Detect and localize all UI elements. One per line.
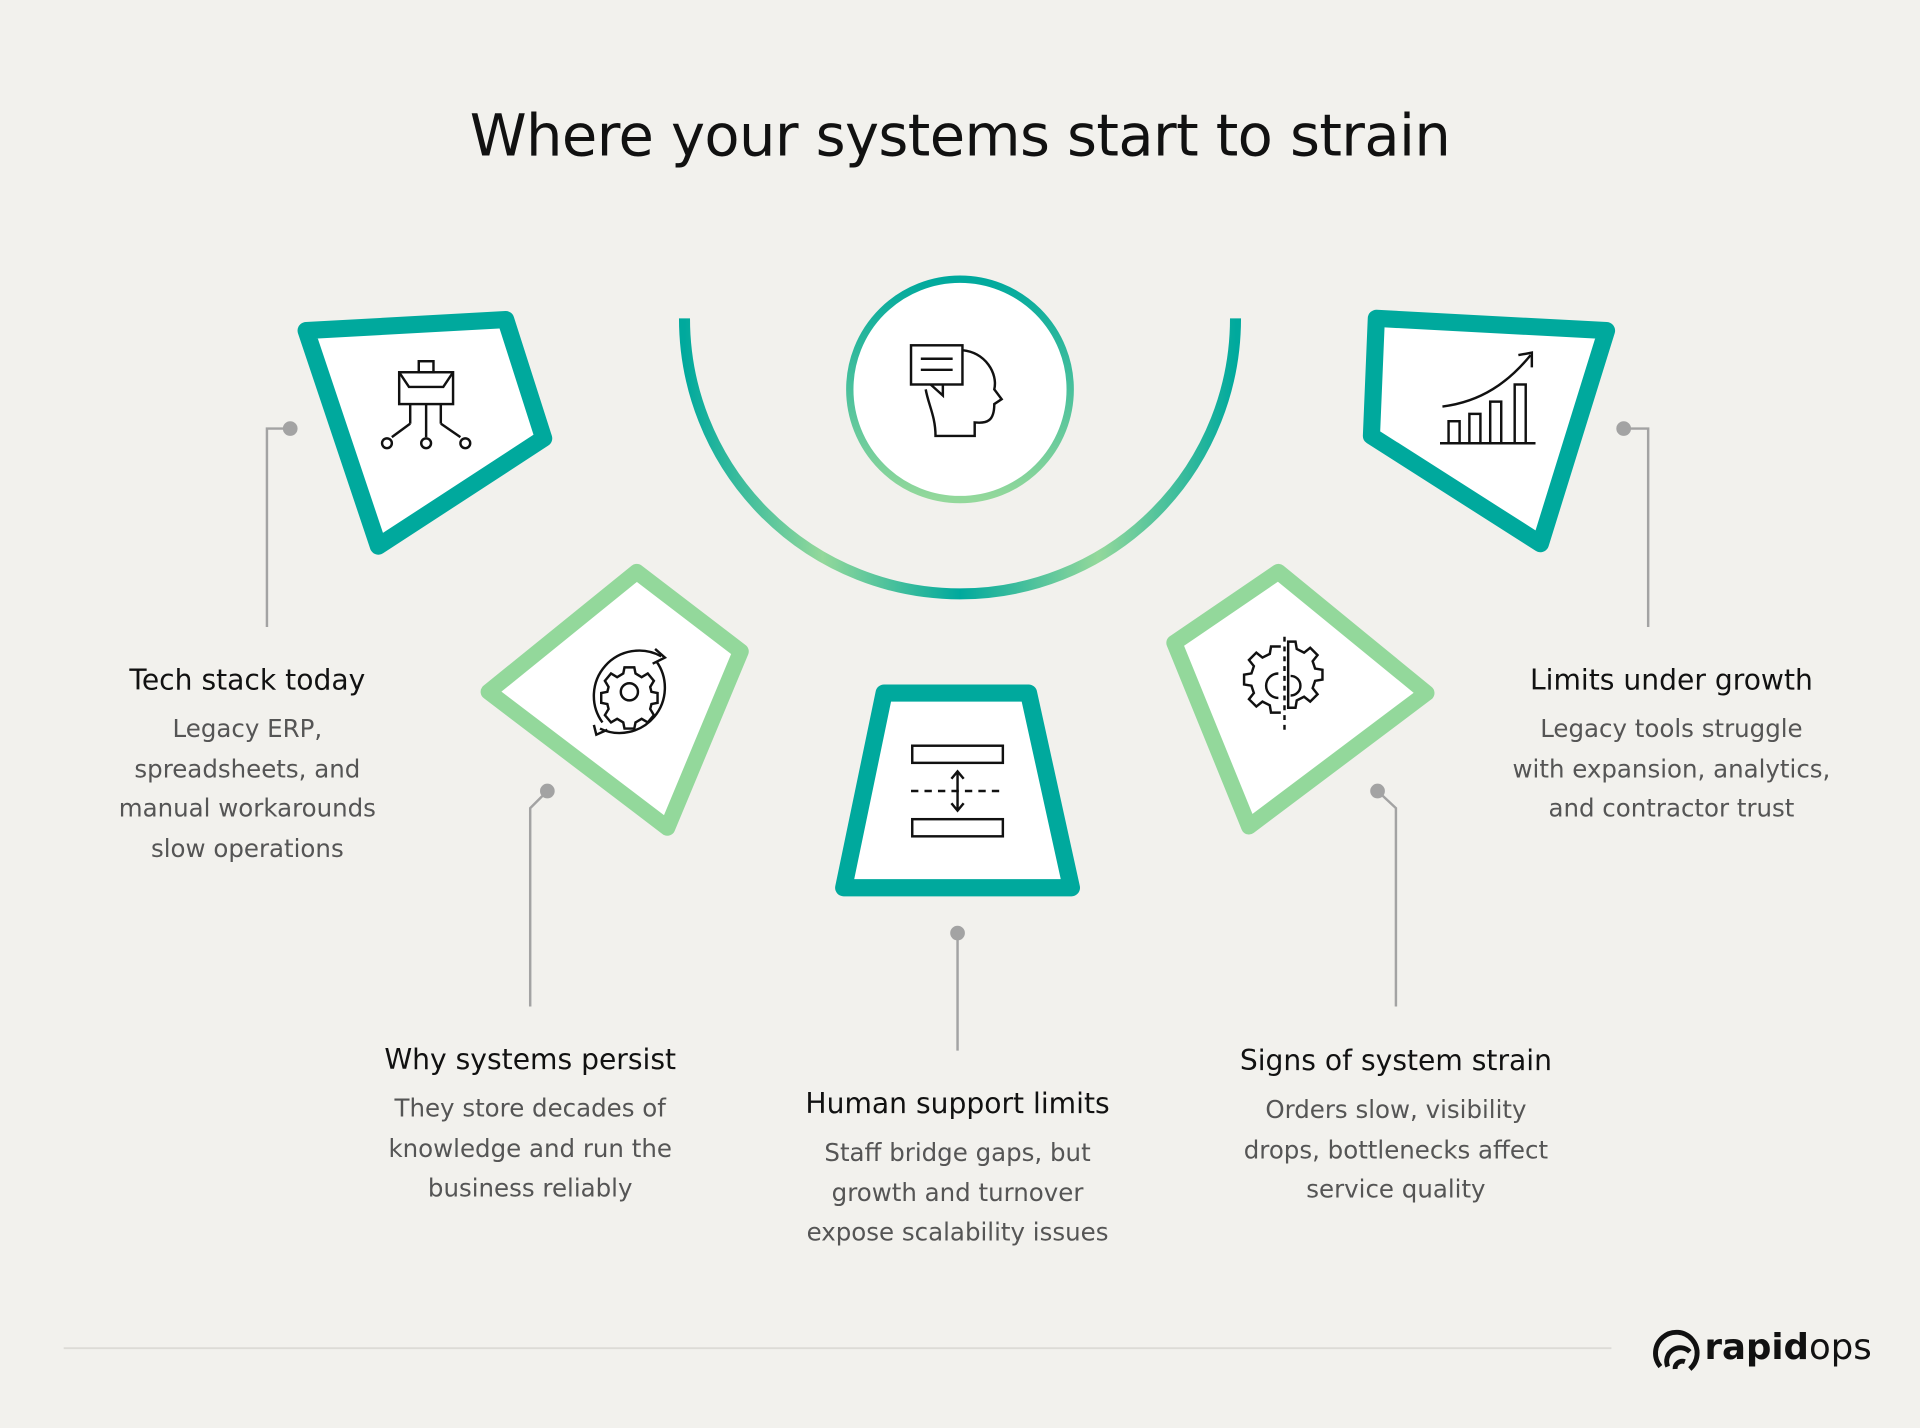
body-line: spreadsheets, and <box>134 753 361 784</box>
head-speech-icon <box>909 344 1004 438</box>
body-line: Legacy ERP, <box>172 713 323 744</box>
body-line: Legacy tools struggle <box>1540 713 1803 744</box>
body-line: service quality <box>1306 1174 1486 1204</box>
body-line: slow operations <box>150 833 344 863</box>
growth-chart-icon <box>1440 351 1536 445</box>
human-support-block: Human support limits Staff bridge gaps, … <box>749 1089 1165 1252</box>
rapidops-logo-mark <box>1653 1329 1700 1371</box>
connector-dot <box>1370 783 1385 799</box>
heading: Why systems persist <box>384 1044 677 1077</box>
heading: Signs of system strain <box>1239 1045 1552 1078</box>
body-line: and contractor trust <box>1548 793 1795 823</box>
body-line: expose scalability issues <box>806 1217 1109 1247</box>
split-gear-icon <box>1242 636 1324 735</box>
body-line: manual workarounds <box>118 793 376 823</box>
heading: Tech stack today <box>129 664 366 697</box>
center-circle <box>846 275 1074 504</box>
why-persist-shape <box>480 563 749 836</box>
limits-growth-block: Limits under growth Legacy tools struggl… <box>1463 665 1879 828</box>
heading: Human support limits <box>805 1088 1110 1121</box>
tech-stack-block: Tech stack today Legacy ERP, spreadsheets… <box>39 665 455 868</box>
connectors <box>265 427 1650 1051</box>
connector-dot <box>540 783 555 799</box>
heading: Limits under growth <box>1529 664 1813 697</box>
gear-refresh-icon <box>592 648 668 737</box>
body-line: drops, bottlenecks affect <box>1243 1134 1549 1164</box>
org-chart-briefcase-icon <box>380 360 472 450</box>
semicircle-arc <box>678 318 1242 600</box>
logo-bold: rapid <box>1704 1326 1809 1368</box>
body-line: Staff bridge gaps, but <box>824 1137 1091 1167</box>
body-line: growth and turnover <box>831 1177 1084 1207</box>
body-line: business reliably <box>427 1173 633 1203</box>
logo-light: ops <box>1808 1326 1872 1368</box>
body-line: They store decades of <box>394 1093 666 1123</box>
body-line: with expansion, analytics, <box>1512 753 1831 784</box>
connector-dot <box>1616 421 1632 436</box>
body-line: knowledge and run the <box>388 1133 672 1163</box>
connector-dot <box>282 421 298 436</box>
resize-vertical-icon <box>911 744 1005 838</box>
body-line: Orders slow, visibility <box>1265 1094 1527 1125</box>
connector-dot <box>950 925 965 941</box>
why-persist-block: Why systems persist They store decades o… <box>322 1044 738 1207</box>
page-title: Where your systems start to strain <box>469 102 1451 171</box>
signs-strain-block: Signs of system strain Orders slow, visi… <box>1188 1046 1604 1209</box>
